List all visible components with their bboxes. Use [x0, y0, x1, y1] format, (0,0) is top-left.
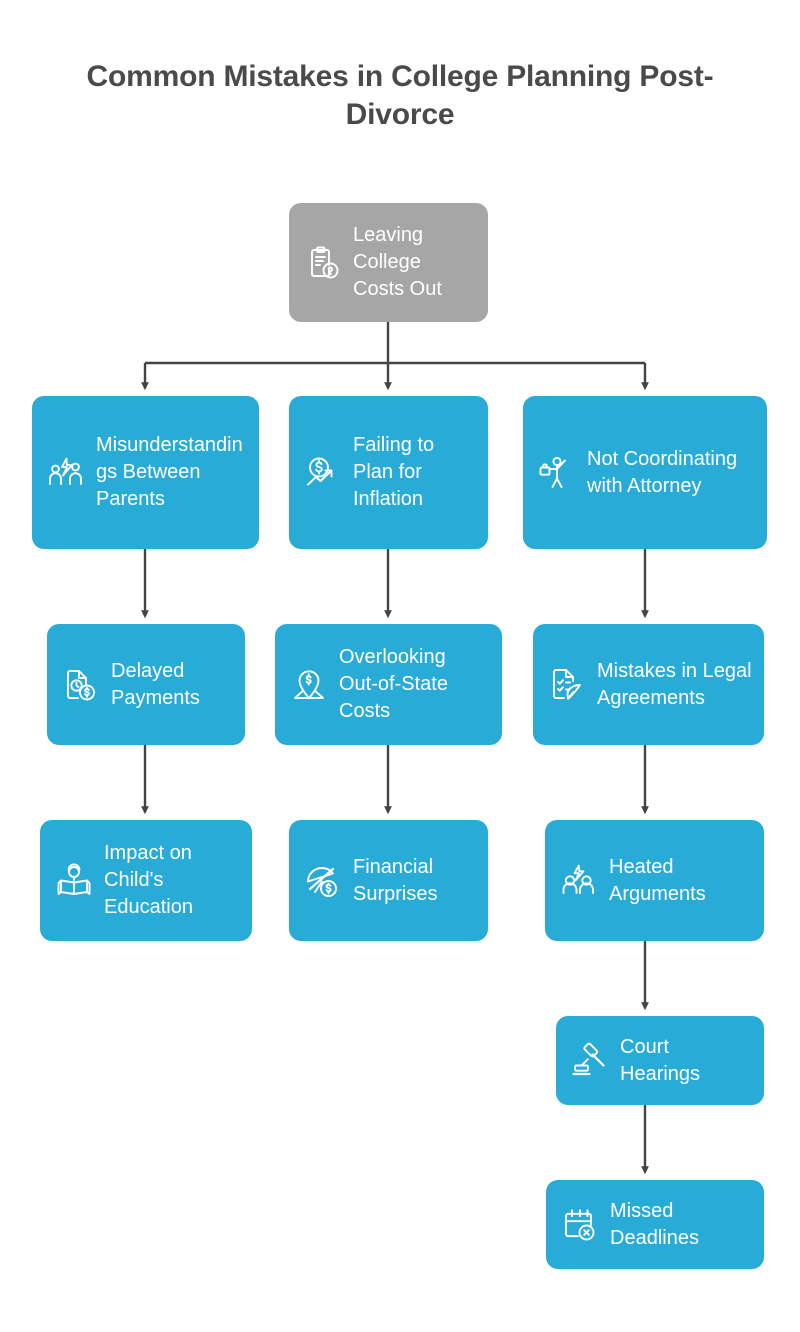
- node-court-hearings[interactable]: Court Hearings: [556, 1016, 764, 1105]
- node-missed-deadlines[interactable]: Missed Deadlines: [546, 1180, 764, 1269]
- calendar-x-icon: [560, 1205, 600, 1245]
- person-briefcase-icon: [537, 453, 577, 493]
- node-label: Mistakes in Legal Agreements: [597, 659, 752, 709]
- node-label: Financial Surprises: [353, 855, 438, 905]
- clock-dollar-document-icon: [61, 665, 101, 705]
- node-label: Misunderstandings Between Parents: [96, 434, 243, 510]
- checklist-quill-icon: [547, 665, 587, 705]
- node-misunderstandings-between-parents[interactable]: Misunderstandings Between Parents: [32, 396, 259, 549]
- gavel-icon: [570, 1041, 610, 1081]
- node-heated-arguments[interactable]: Heated Arguments: [545, 820, 764, 941]
- map-pin-dollar-icon: [289, 665, 329, 705]
- two-people-conflict-icon: [46, 453, 86, 493]
- two-people-argument-icon: [559, 861, 599, 901]
- umbrella-dollar-icon: [303, 861, 343, 901]
- node-mistakes-in-legal-agreements[interactable]: Mistakes in Legal Agreements: [533, 624, 764, 745]
- node-label: Leaving College Costs Out: [353, 224, 442, 300]
- node-label: Missed Deadlines: [610, 1199, 699, 1249]
- node-label: Overlooking Out-of-State Costs: [339, 646, 448, 722]
- node-overlooking-out-of-state-costs[interactable]: Overlooking Out-of-State Costs: [275, 624, 502, 745]
- node-delayed-payments[interactable]: Delayed Payments: [47, 624, 245, 745]
- node-label: Court Hearings: [620, 1035, 701, 1085]
- node-leaving-college-costs-out[interactable]: Leaving College Costs Out: [289, 203, 488, 322]
- node-not-coordinating-with-attorney[interactable]: Not Coordinating with Attorney: [523, 396, 767, 549]
- node-label: Heated Arguments: [609, 855, 706, 905]
- child-reading-book-icon: [54, 861, 94, 901]
- node-financial-surprises[interactable]: Financial Surprises: [289, 820, 488, 941]
- page-title: Common Mistakes in College Planning Post…: [86, 60, 714, 131]
- node-failing-to-plan-for-inflation[interactable]: Failing to Plan for Inflation: [289, 396, 488, 549]
- node-label: Not Coordinating with Attorney: [587, 447, 738, 497]
- clipboard-question-icon: [303, 243, 343, 283]
- node-impact-on-childs-education[interactable]: Impact on Child's Education: [40, 820, 252, 941]
- node-label: Delayed Payments: [111, 659, 200, 709]
- node-label: Impact on Child's Education: [104, 842, 193, 918]
- dollar-growth-icon: [303, 453, 343, 493]
- node-label: Failing to Plan for Inflation: [353, 434, 435, 510]
